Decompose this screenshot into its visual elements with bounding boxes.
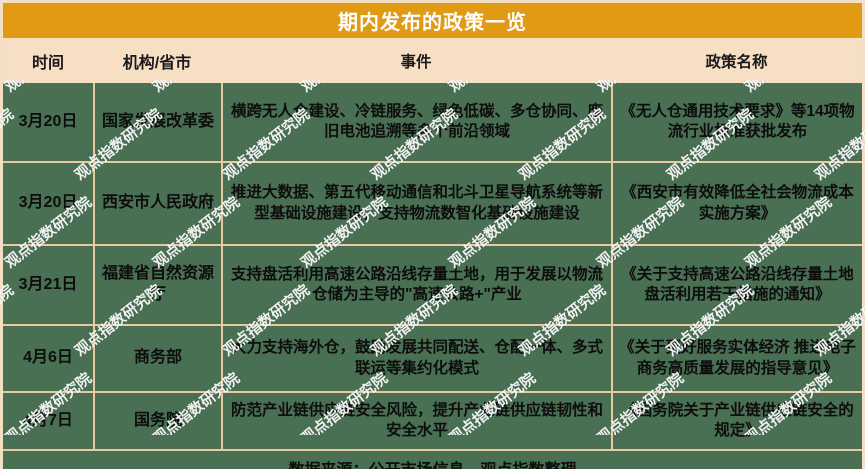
table-footer-row: 数据来源：公开市场信息，观点指数整理 xyxy=(0,451,865,469)
cell-event: 大力支持海外仓，鼓励发展共同配送、仓配一体、多式联运等集约化模式 xyxy=(221,326,611,391)
cell-policy: 《关于支持高速公路沿线存量土地盘活利用若干措施的通知》 xyxy=(611,246,862,324)
table-title-bar: 期内发布的政策一览 xyxy=(0,0,865,38)
table-row: 3月20日 国家发展改革委 横跨无人仓建设、冷链服务、绿色低碳、多仓协同、废旧电… xyxy=(3,83,862,163)
table-row: 3月20日 西安市人民政府 推进大数据、第五代移动通信和北斗卫星导航系统等新型基… xyxy=(3,163,862,246)
column-header-event: 事件 xyxy=(400,53,432,71)
table-header-row: 时间 机构/省市 事件 政策名称 xyxy=(0,38,865,83)
cell-policy: 《西安市有效降低全社会物流成本实施方案》 xyxy=(611,163,862,244)
page-title: 期内发布的政策一览 xyxy=(338,12,527,34)
cell-policy: 《无人仓通用技术要求》等14项物流行业标准获批发布 xyxy=(611,83,862,161)
table-body: 3月20日 国家发展改革委 横跨无人仓建设、冷链服务、绿色低碳、多仓协同、废旧电… xyxy=(0,83,865,451)
column-header-time: 时间 xyxy=(31,54,64,72)
column-header-org: 机构/省市 xyxy=(122,54,192,72)
cell-org: 西安市人民政府 xyxy=(93,163,221,244)
cell-time: 4月7日 xyxy=(23,411,73,429)
cell-policy: 《国务院关于产业链供应链安全的规定》 xyxy=(611,393,862,449)
cell-event: 推进大数据、第五代移动通信和北斗卫星导航系统等新型基础设施建设，支持物流数智化基… xyxy=(221,163,611,244)
cell-event: 横跨无人仓建设、冷链服务、绿色低碳、多仓协同、废旧电池追溯等多个前沿领域 xyxy=(221,83,611,161)
cell-org: 国家发展改革委 xyxy=(93,83,221,161)
table-row: 3月21日 福建省自然资源厅 支持盘活利用高速公路沿线存量土地，用于发展以物流仓… xyxy=(3,246,862,326)
column-header-policy: 政策名称 xyxy=(705,53,768,71)
cell-time: 3月21日 xyxy=(18,275,78,293)
cell-time: 3月20日 xyxy=(18,194,78,212)
cell-policy: 《关于更好服务实体经济 推进电子商务高质量发展的指导意见》 xyxy=(611,326,862,391)
cell-org: 商务部 xyxy=(93,326,221,391)
cell-event: 防范产业链供应链安全风险，提升产业链供应链韧性和安全水平 xyxy=(221,393,611,449)
cell-event: 支持盘活利用高速公路沿线存量土地，用于发展以物流仓储为主导的"高速公路+"产业 xyxy=(221,246,611,324)
cell-time: 4月6日 xyxy=(23,349,73,367)
cell-org: 国务院 xyxy=(93,393,221,449)
data-source-note: 数据来源：公开市场信息，观点指数整理 xyxy=(288,456,576,469)
cell-org: 福建省自然资源厅 xyxy=(93,246,221,324)
table-row: 4月6日 商务部 大力支持海外仓，鼓励发展共同配送、仓配一体、多式联运等集约化模… xyxy=(3,326,862,393)
table-row: 4月7日 国务院 防范产业链供应链安全风险，提升产业链供应链韧性和安全水平 《国… xyxy=(3,393,862,451)
cell-time: 3月20日 xyxy=(18,112,78,130)
